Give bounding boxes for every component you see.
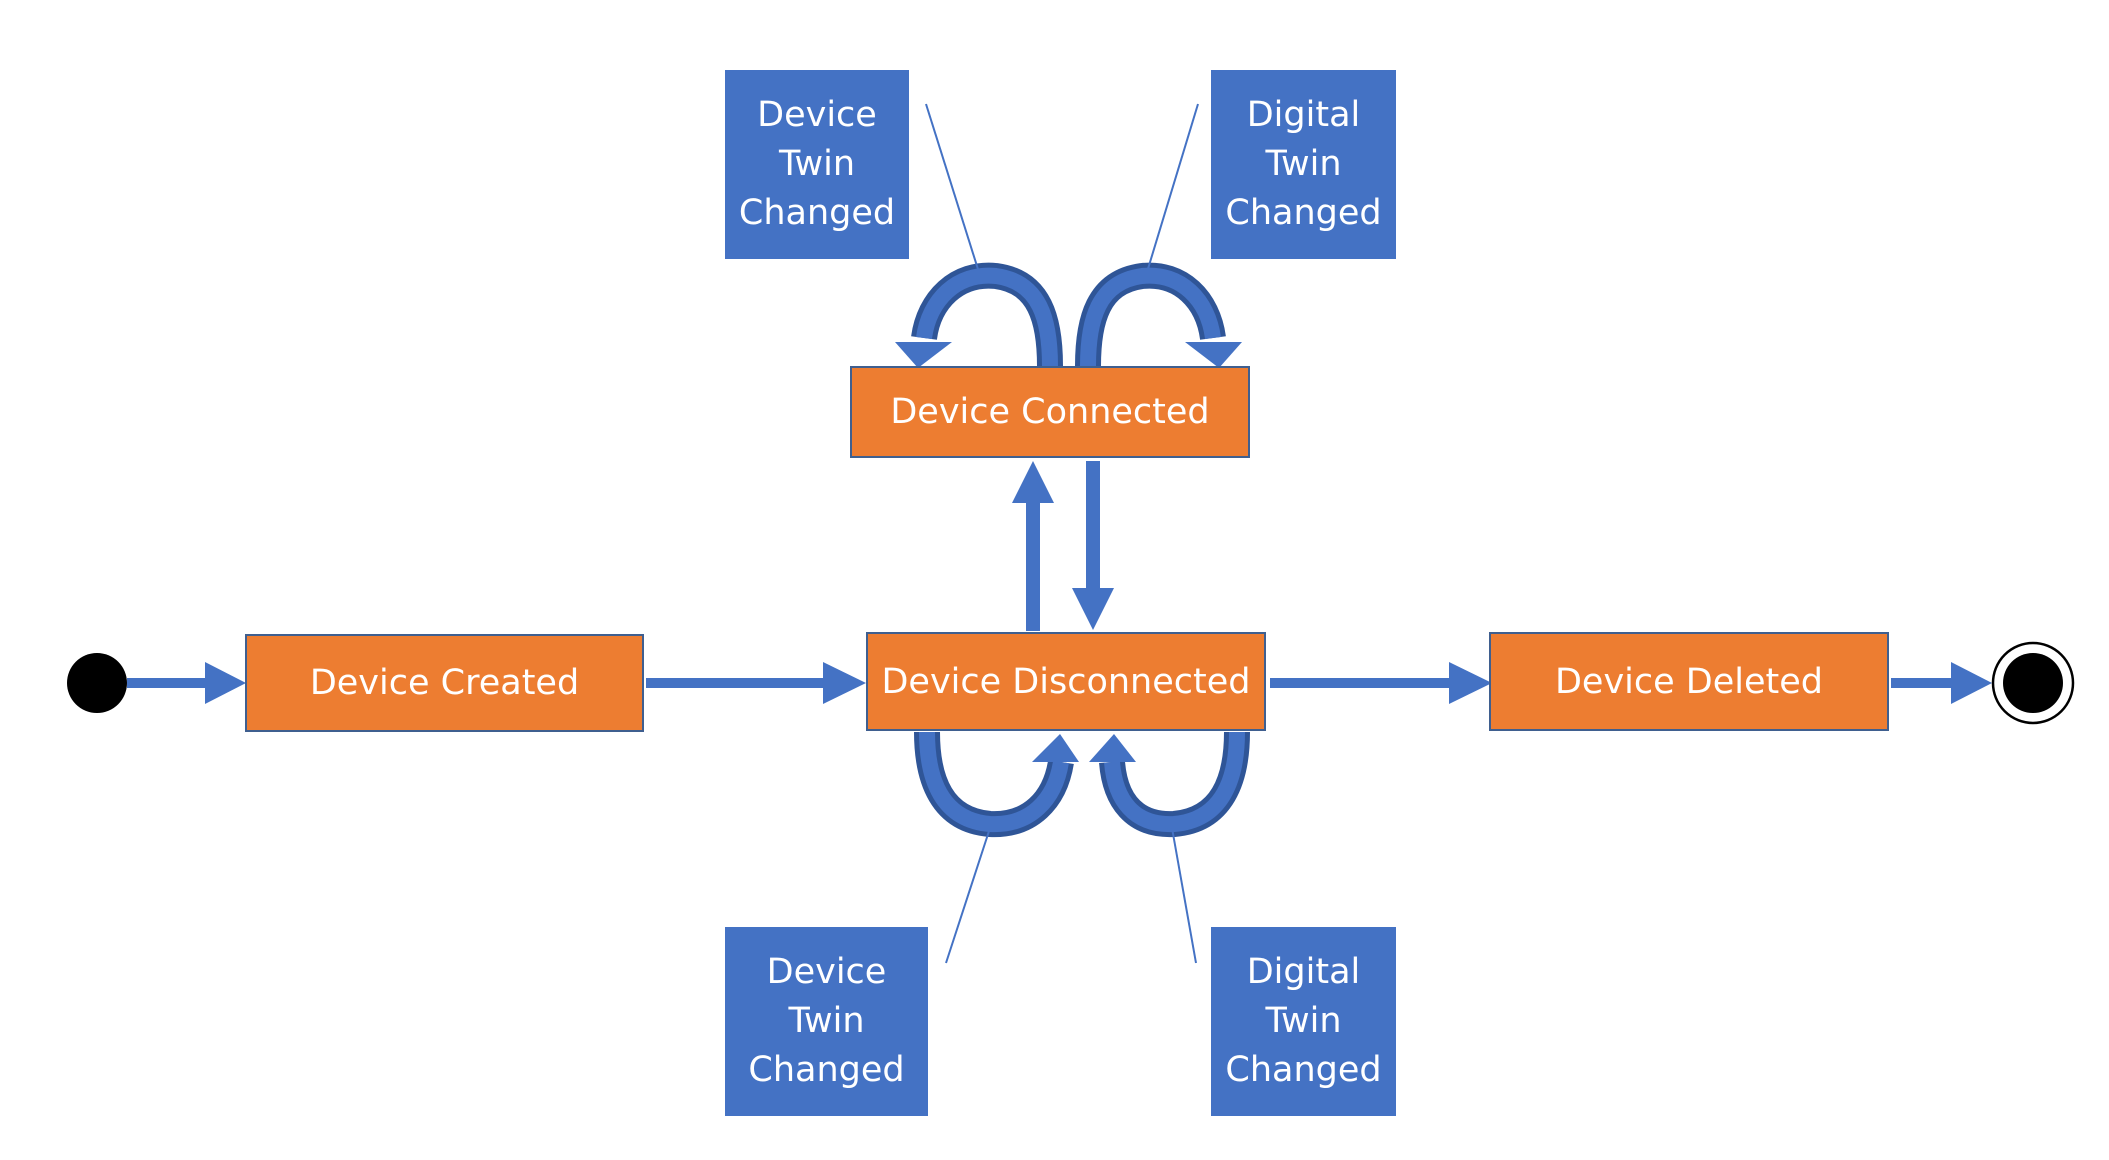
note-line: Twin: [1265, 1001, 1342, 1041]
state-label: Device Created: [309, 663, 580, 703]
self-loop-device-twin-disconnected: [914, 731, 1079, 838]
connector-bottom-left: [945, 827, 991, 964]
self-loop-device-twin-connected: [895, 262, 1063, 368]
state-device-disconnected: Device Disconnected: [866, 632, 1266, 731]
connector-bottom-right: [1171, 827, 1197, 964]
note-line: Device: [766, 952, 887, 992]
state-device-connected: Device Connected: [850, 366, 1250, 458]
state-label: Device Connected: [890, 392, 1210, 432]
state-device-created: Device Created: [245, 634, 644, 732]
note-line: Digital: [1246, 952, 1361, 992]
note-line: Device: [757, 95, 877, 135]
note-line: Changed: [748, 1050, 905, 1090]
connector-top-right: [1143, 103, 1199, 283]
note-digital-twin-changed-bottom: Digital Twin Changed: [1211, 927, 1396, 1116]
note-line: Changed: [1225, 193, 1382, 233]
note-line: Digital: [1246, 95, 1361, 135]
note-device-twin-changed-top: Device Twin Changed: [725, 70, 909, 259]
connector-top-left: [925, 103, 983, 283]
note-digital-twin-changed-top: Digital Twin Changed: [1211, 70, 1396, 259]
note-line: Changed: [1225, 1050, 1382, 1090]
arrow-start-to-created: [127, 662, 246, 704]
note-line: Twin: [1265, 144, 1342, 184]
note-device-twin-changed-bottom: Device Twin Changed: [725, 927, 928, 1116]
self-loop-digital-twin-disconnected: [1089, 731, 1250, 838]
arrow-deleted-to-end: [1891, 662, 1992, 704]
state-device-deleted: Device Deleted: [1489, 632, 1889, 731]
arrow-disconnected-to-deleted: [1270, 662, 1492, 704]
note-line: Twin: [788, 1001, 865, 1041]
arrow-disconnected-to-connected: [1012, 461, 1054, 631]
arrow-connected-to-disconnected: [1072, 461, 1114, 630]
initial-state-node: [67, 653, 127, 713]
final-state-node: [1991, 641, 2075, 725]
note-line: Twin: [778, 144, 856, 184]
self-loop-digital-twin-connected: [1075, 262, 1242, 368]
note-line: Changed: [738, 193, 896, 233]
arrow-created-to-disconnected: [646, 662, 866, 704]
state-label: Device Disconnected: [881, 661, 1251, 702]
state-label: Device Deleted: [1554, 661, 1824, 702]
